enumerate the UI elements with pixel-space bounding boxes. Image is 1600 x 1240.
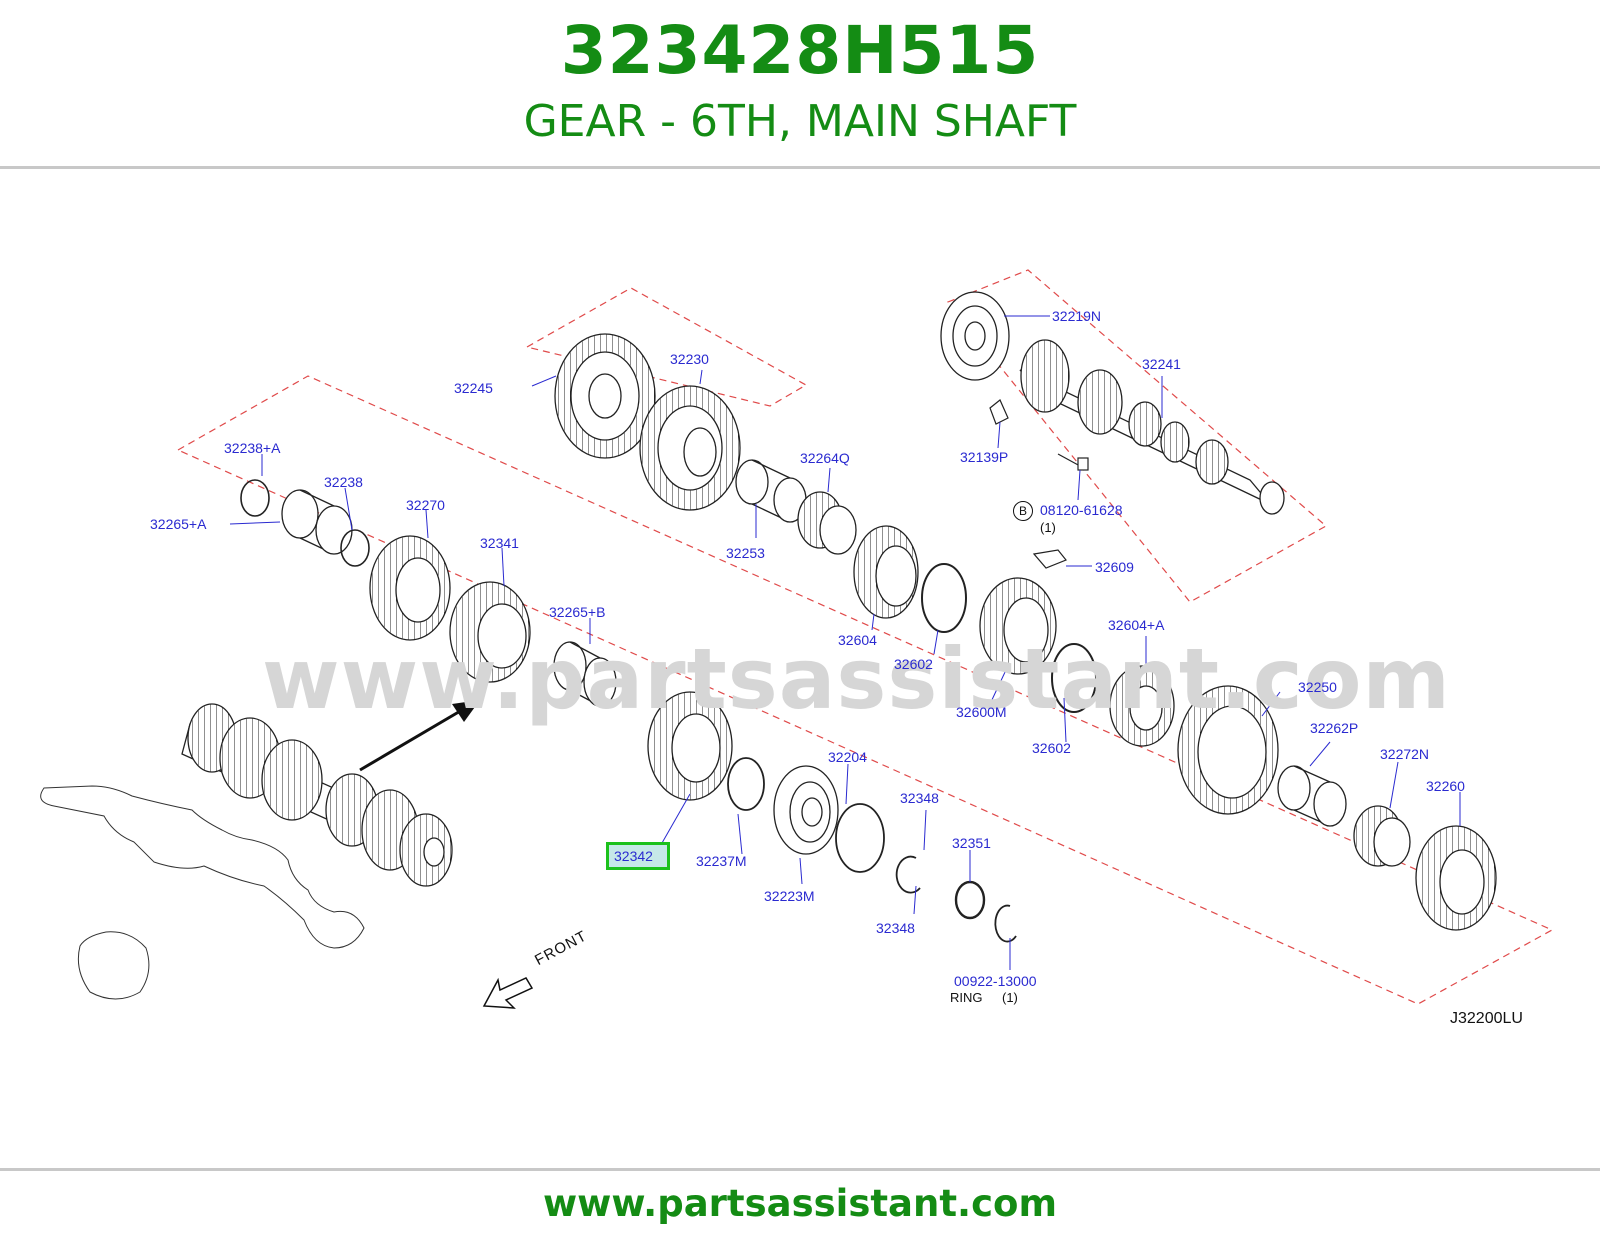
label-00922-13000[interactable]: 00922-13000 — [954, 973, 1037, 989]
label-32270[interactable]: 32270 — [406, 497, 445, 513]
label-32348-lower[interactable]: 32348 — [876, 920, 915, 936]
clip-32348 — [895, 855, 921, 894]
lock-plate-32139P — [989, 399, 1009, 425]
bushing-32253 — [735, 459, 807, 523]
bushing-32265A — [281, 489, 353, 555]
countershaft-32241 — [1019, 339, 1285, 515]
gear-32270 — [369, 535, 451, 641]
watermark-text: www.partsassistant.com — [262, 630, 1451, 728]
label-32264Q[interactable]: 32264Q — [800, 450, 850, 466]
insert-32609 — [1032, 549, 1067, 569]
label-ring-qty: (1) — [1002, 990, 1018, 1005]
label-32245[interactable]: 32245 — [454, 380, 493, 396]
label-32219N[interactable]: 32219N — [1052, 308, 1102, 324]
ring-32351 — [954, 880, 986, 920]
gear-32342 — [647, 691, 733, 801]
gear-32230 — [639, 385, 741, 511]
sleeve-32600M — [979, 577, 1057, 675]
housing-outline — [40, 785, 365, 949]
label-32237M[interactable]: 32237M — [696, 853, 747, 869]
label-32230[interactable]: 32230 — [670, 351, 709, 367]
snap-ring-32602-upper — [921, 563, 967, 633]
gear-32245 — [554, 333, 656, 459]
footer-site-link[interactable]: www.partsassistant.com — [542, 1182, 1057, 1225]
gear-32250 — [1177, 685, 1279, 815]
ring-00922-13000 — [994, 904, 1017, 943]
washer-32204 — [835, 803, 885, 873]
label-32262P[interactable]: 32262P — [1310, 720, 1359, 736]
label-32348-upper[interactable]: 32348 — [900, 790, 939, 806]
label-32342: 32342 — [614, 848, 653, 864]
label-32265A[interactable]: 32265+A — [150, 516, 207, 532]
label-32238A[interactable]: 32238+A — [224, 440, 281, 456]
assembly-arrow — [359, 708, 463, 772]
label-32223M[interactable]: 32223M — [764, 888, 815, 904]
bushing-32265B — [553, 641, 617, 707]
needle-bearing-32272N — [1353, 805, 1411, 867]
badge-b: B — [1013, 501, 1033, 521]
label-ring: RING — [950, 990, 983, 1005]
main-group-outline — [176, 375, 1554, 1005]
snap-ring-32602-lower — [1051, 643, 1097, 713]
bearing-32223M — [773, 765, 839, 855]
bushing-32262P — [1277, 765, 1347, 827]
mainshaft-assembly — [181, 703, 453, 887]
part-description: GEAR - 6TH, MAIN SHAFT — [523, 96, 1077, 147]
assembly-arrow-head — [452, 700, 480, 722]
page-header: 323428H515 GEAR - 6TH, MAIN SHAFT — [0, 0, 1600, 168]
highlighted-part-32342[interactable]: 32342 — [606, 842, 670, 870]
label-32602-upper[interactable]: 32602 — [894, 656, 933, 672]
gear-outline-small — [77, 931, 150, 1000]
label-08120-qty: (1) — [1040, 520, 1056, 535]
bearing-32219N — [940, 291, 1010, 381]
hub-32604A — [1109, 665, 1175, 747]
gear-32260 — [1415, 825, 1497, 931]
header-divider — [0, 166, 1600, 169]
exploded-parts-diagram: www.partsassistant.com 32219N 32241 3213… — [0, 170, 1600, 1166]
footer-divider — [0, 1168, 1600, 1171]
needle-bearing-32264Q — [797, 491, 857, 555]
label-32250[interactable]: 32250 — [1298, 679, 1337, 695]
hub-32604 — [853, 525, 919, 619]
ring-32238A — [240, 479, 270, 517]
label-32260[interactable]: 32260 — [1426, 778, 1465, 794]
label-32600M[interactable]: 32600M — [956, 704, 1007, 720]
leader-lines — [229, 315, 1461, 970]
label-32351[interactable]: 32351 — [952, 835, 991, 851]
label-32609[interactable]: 32609 — [1095, 559, 1134, 575]
label-32602-lower[interactable]: 32602 — [1032, 740, 1071, 756]
diagram-drawing — [40, 269, 1554, 1009]
label-08120-61628[interactable]: 08120-61628 — [1040, 502, 1123, 518]
label-32341[interactable]: 32341 — [480, 535, 519, 551]
label-32238[interactable]: 32238 — [324, 474, 363, 490]
front-arrow — [482, 977, 534, 1009]
drawing-code: J32200LU — [1450, 1010, 1523, 1027]
label-32241[interactable]: 32241 — [1142, 356, 1181, 372]
label-32139P[interactable]: 32139P — [960, 449, 1009, 465]
label-32604[interactable]: 32604 — [838, 632, 877, 648]
part-number-title: 323428H515 — [560, 12, 1040, 89]
label-32265B[interactable]: 32265+B — [549, 604, 606, 620]
label-32253[interactable]: 32253 — [726, 545, 765, 561]
bolt-08120-61628 — [1057, 453, 1089, 471]
ring-32238 — [340, 529, 370, 567]
label-32604A[interactable]: 32604+A — [1108, 617, 1165, 633]
gear-32341 — [449, 581, 531, 683]
label-32272N[interactable]: 32272N — [1380, 746, 1430, 762]
label-32204[interactable]: 32204 — [828, 749, 867, 765]
thrust-washer-32237M — [727, 757, 765, 811]
